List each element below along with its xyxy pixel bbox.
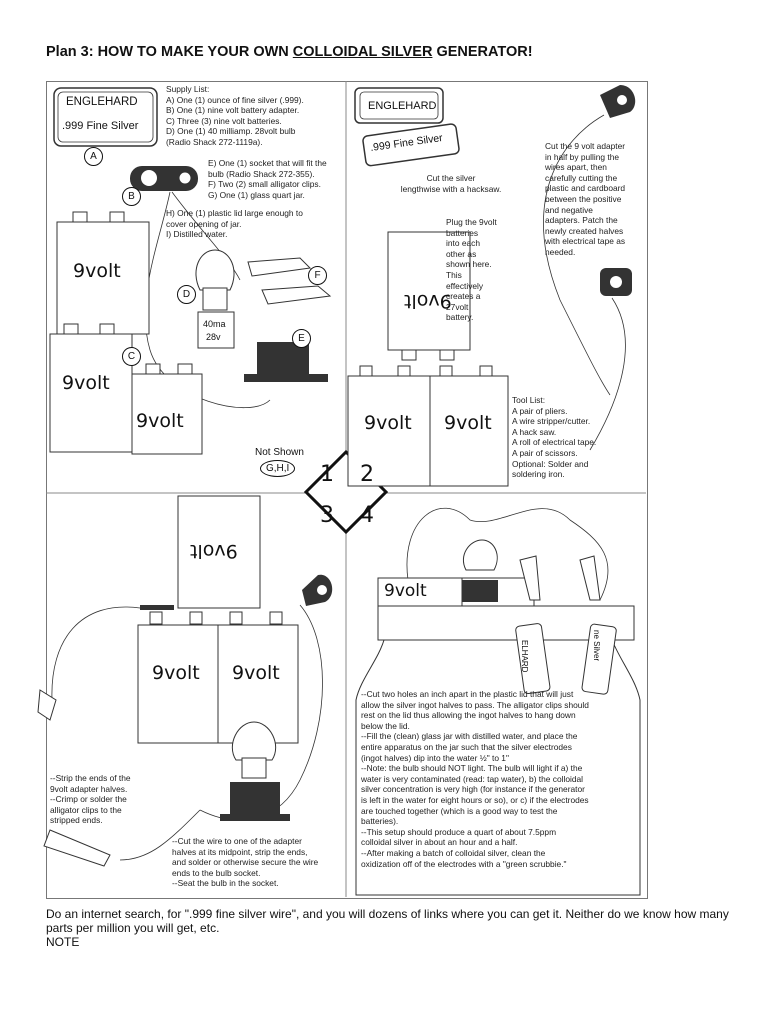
battery-label: 9volt [384,581,427,601]
bulb-rating-ma: 40ma [203,319,226,329]
step-number: 3 [320,503,334,528]
plug-batteries-text: Plug the 9volt batteries into each other… [446,217,497,323]
battery-label: 9volt [404,290,452,312]
supply-list-end: H) One (1) plastic lid large enough to c… [166,208,303,240]
battery-label: 9volt [444,412,492,434]
page-title: Plan 3: HOW TO MAKE YOUR OWN COLLOIDAL S… [46,44,533,60]
silver-label-purity: .999 Fine Silver [62,120,139,132]
not-shown-items: G,H,I [260,460,296,477]
ingot-label-left: ELHARD [520,640,529,673]
not-shown-label: Not Shown [255,447,304,458]
battery-label: 9volt [190,540,238,562]
battery-label: 9volt [152,662,200,684]
cut-wire-text: --Cut the wire to one of the adapter hal… [172,836,319,889]
tool-list: Tool List: A pair of pliers. A wire stri… [512,395,597,480]
footer-text: Do an internet search, for ".999 fine si… [46,907,736,949]
strip-text: --Strip the ends of the 9volt adapter ha… [50,773,131,826]
supply-list: Supply List: A) One (1) ounce of fine si… [166,84,304,147]
footer-note: NOTE [46,935,80,949]
battery-label: 9volt [232,662,280,684]
marker-b: B [122,187,141,206]
ingot-label-right: ne Silver [592,630,601,662]
adapter-text: Cut the 9 volt adapter in half by pullin… [545,141,626,257]
marker-c: C [122,347,141,366]
silver-label-brand: ENGLEHARD [66,96,138,108]
cut-silver-text: Cut the silver lengthwise with a hacksaw… [400,173,502,194]
silver-label-brand: ENGLEHARD [368,100,437,112]
bulb-rating-v: 28v [206,332,221,342]
battery-label: 9volt [62,372,110,394]
marker-d: D [177,285,196,304]
marker-e: E [292,329,311,348]
footer-search-tip: Do an internet search, for ".999 fine si… [46,907,729,935]
marker-a: A [84,147,103,166]
step-number: 1 [320,462,334,487]
battery-label: 9volt [73,260,121,282]
marker-f: F [308,266,327,285]
diagram-frame [46,81,648,899]
battery-label: 9volt [136,410,184,432]
step-number: 2 [360,462,374,487]
supply-list-continued: E) One (1) socket that will fit the bulb… [208,158,327,200]
step-number: 4 [360,503,374,528]
jar-instructions: --Cut two holes an inch apart in the pla… [361,689,589,869]
battery-label: 9volt [364,412,412,434]
